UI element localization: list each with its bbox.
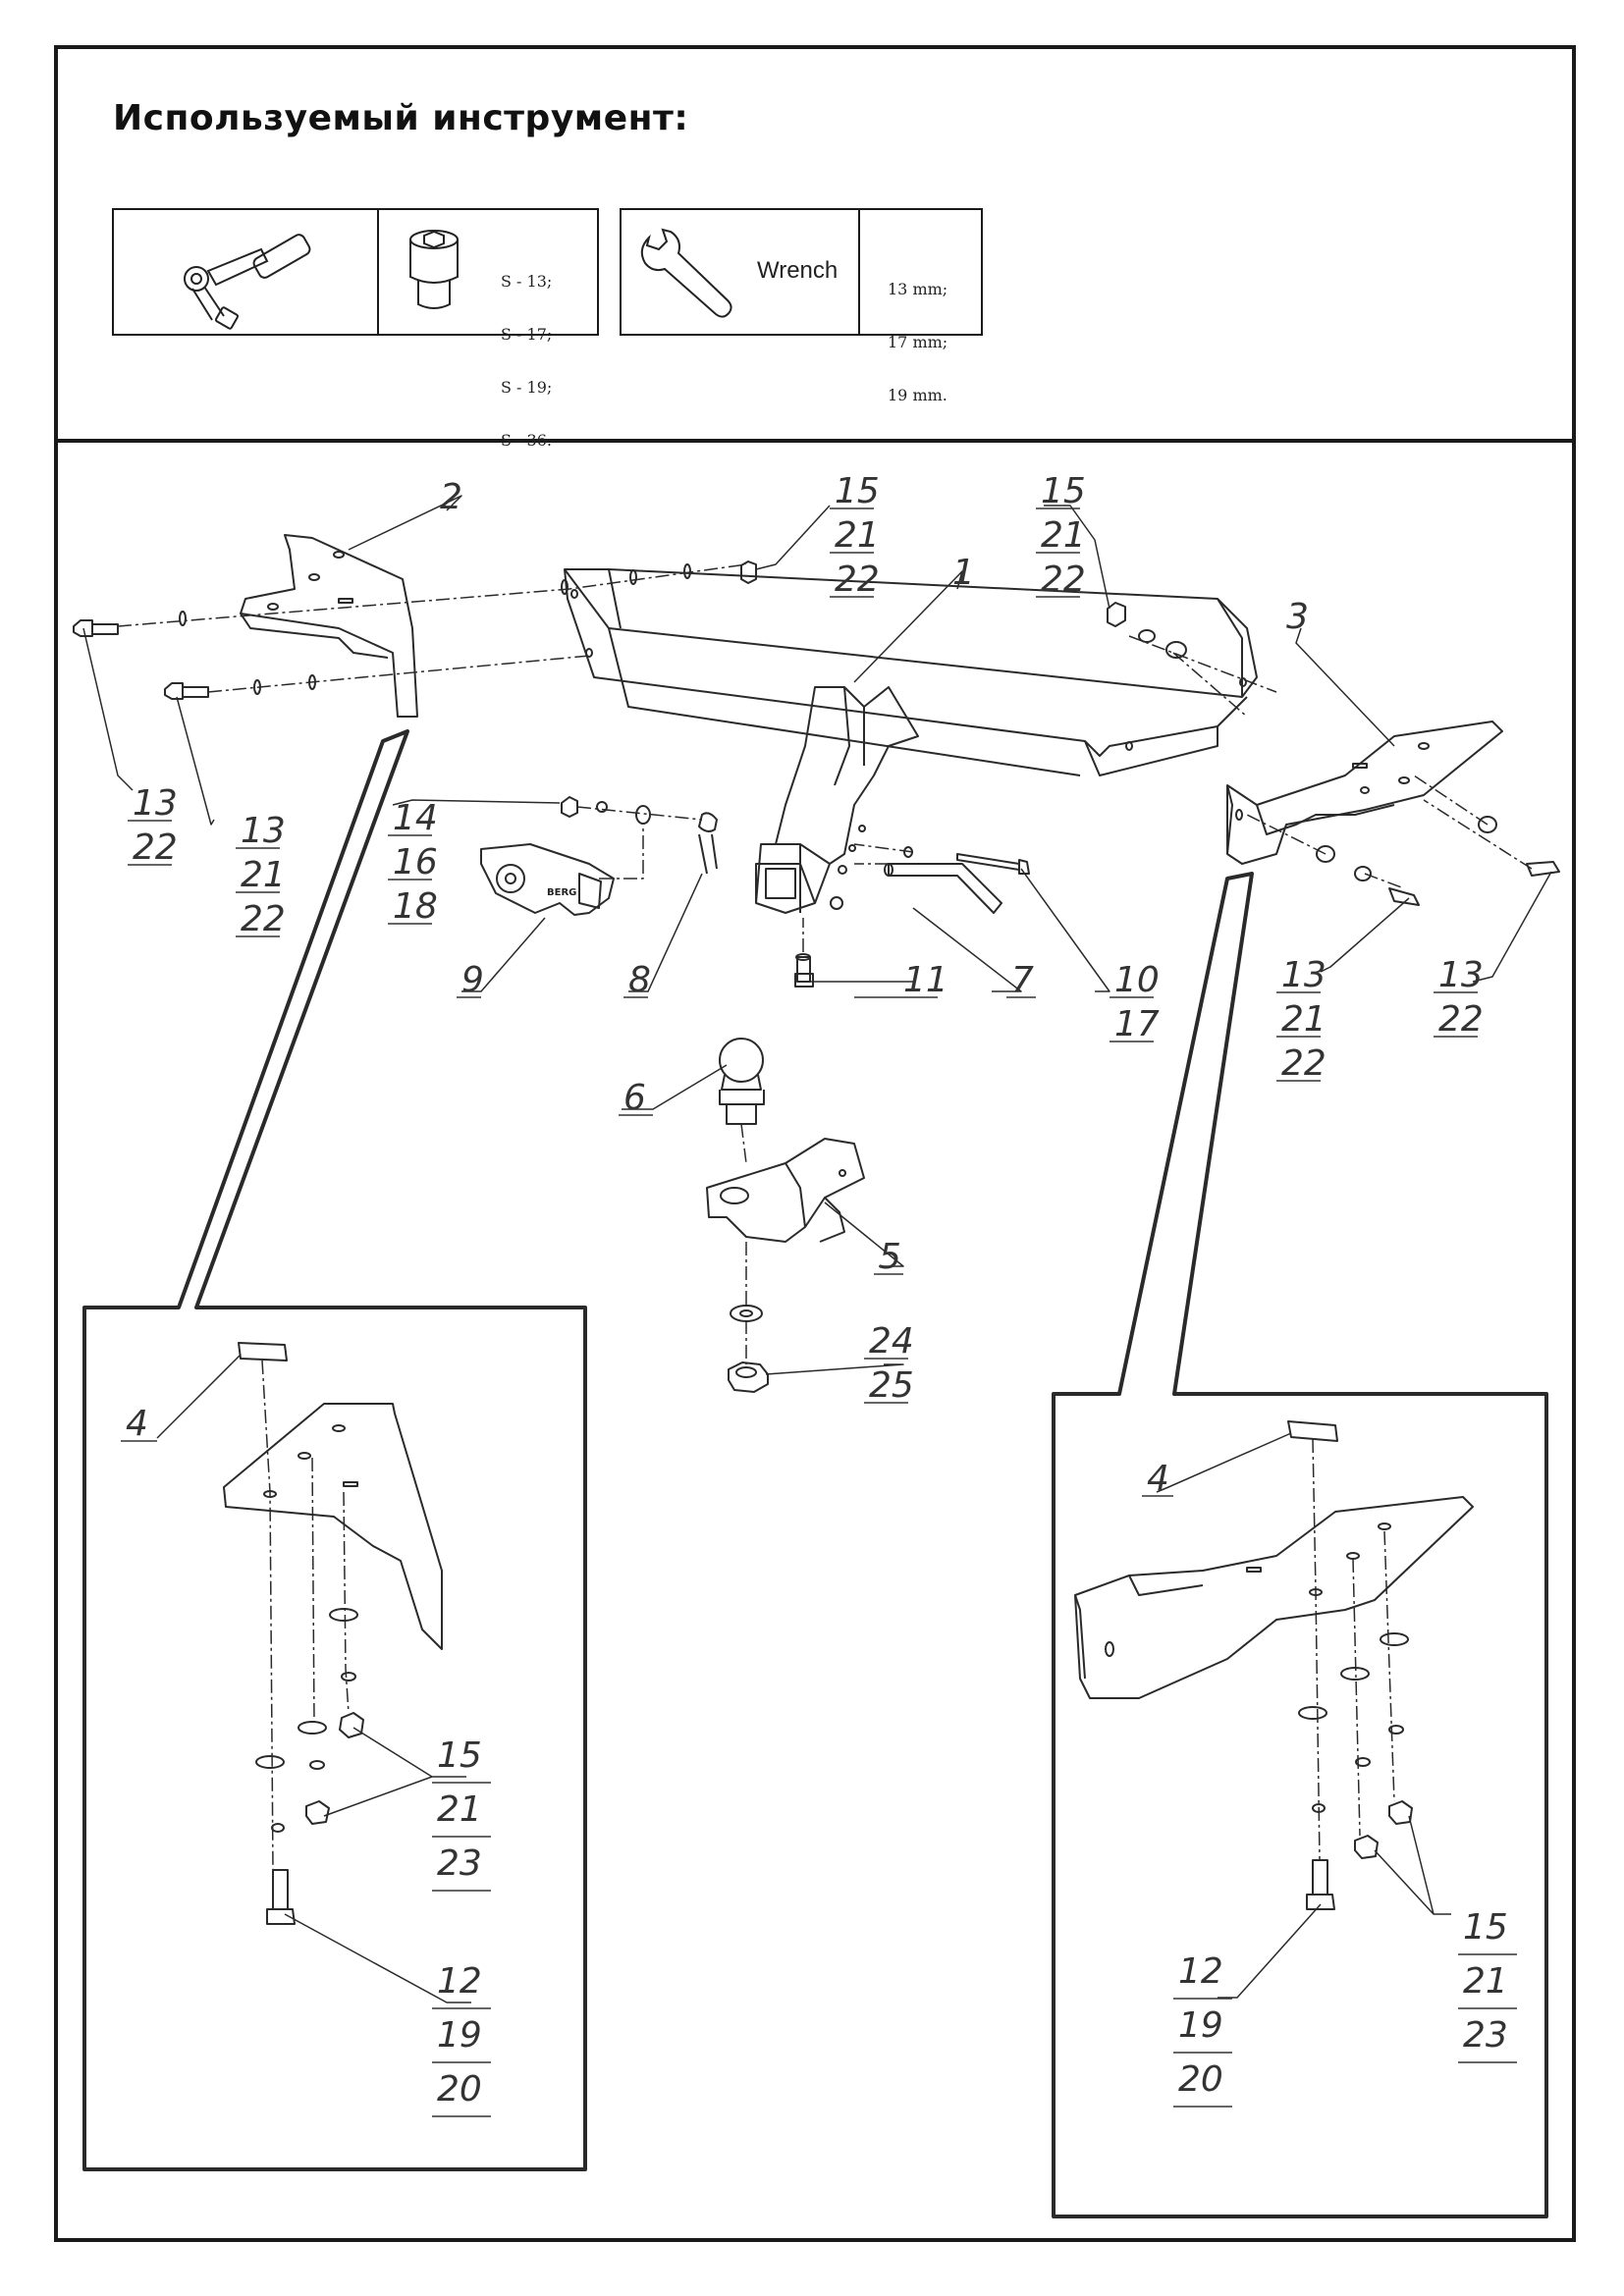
callout-15a-bot: 22 bbox=[835, 560, 880, 600]
socket-size-19: S - 19; bbox=[501, 378, 553, 397]
socket-size-17: S - 17; bbox=[501, 325, 553, 344]
callout-15d-mid: 21 bbox=[1463, 1961, 1508, 2002]
tools-section-title: Используемый инструмент: bbox=[113, 98, 689, 138]
ball-tongue-5 bbox=[706, 1138, 865, 1243]
callout-4b: 4 bbox=[1147, 1459, 1169, 1499]
callout-10-top: 10 bbox=[1114, 960, 1160, 1000]
callout-15d-bot: 23 bbox=[1463, 2015, 1508, 2056]
tools-section-divider bbox=[54, 439, 1576, 443]
callout-13c-top: 13 bbox=[1281, 955, 1326, 995]
wrench-label: Wrench bbox=[757, 257, 839, 284]
callout-15c-mid: 21 bbox=[437, 1789, 482, 1830]
socket-size-36: S - 36. bbox=[501, 431, 552, 450]
callout-11: 11 bbox=[903, 960, 948, 1000]
callout-25: 25 bbox=[869, 1365, 914, 1406]
callout-13a-bot: 22 bbox=[133, 828, 178, 868]
callout-5: 5 bbox=[879, 1237, 901, 1277]
wrench-size-19: 19 mm. bbox=[888, 386, 947, 404]
callout-labels: 1 2 3 15 21 22 15 21 22 13 22 13 21 22 1… bbox=[126, 471, 1508, 2109]
electrical-socket-9 bbox=[480, 843, 615, 916]
wrench-sizes-cell: 13 mm; 17 mm; 19 mm. bbox=[860, 210, 981, 404]
bolt-10 bbox=[903, 846, 1030, 875]
callout-12a-bot: 20 bbox=[437, 2069, 482, 2109]
callout-12b-top: 12 bbox=[1178, 1951, 1223, 1992]
wrench-size-17: 17 mm; bbox=[888, 333, 948, 351]
callout-13b-mid: 21 bbox=[241, 855, 286, 895]
wrench-size-13: 13 mm; bbox=[888, 280, 948, 298]
socket-brand-label: BERG bbox=[547, 887, 576, 898]
left-bracket-2 bbox=[240, 534, 418, 718]
callout-9: 9 bbox=[461, 960, 484, 1000]
washer-and-nut-24-25 bbox=[728, 1305, 769, 1393]
callout-4a: 4 bbox=[126, 1404, 148, 1444]
socket-sizes: S - 13; S - 17; S - 19; S - 36. bbox=[501, 238, 552, 485]
wrench-icon bbox=[640, 228, 732, 318]
callout-15b-bot: 22 bbox=[1041, 560, 1086, 600]
wrench-sizes: 13 mm; 17 mm; 19 mm. bbox=[888, 245, 947, 440]
callout-24: 24 bbox=[869, 1321, 914, 1362]
assembly-lines bbox=[117, 563, 1533, 1364]
callout-15a-top: 15 bbox=[835, 471, 880, 511]
towbar-crossbar bbox=[564, 568, 1258, 776]
callout-3: 3 bbox=[1286, 597, 1309, 637]
callout-14-mid: 16 bbox=[393, 842, 438, 882]
callout-14-top: 14 bbox=[393, 798, 438, 838]
callout-1: 1 bbox=[952, 553, 975, 593]
callout-8: 8 bbox=[628, 960, 651, 1000]
callout-13d-top: 13 bbox=[1438, 955, 1484, 995]
fasteners-right bbox=[1107, 602, 1560, 906]
detail-view-right bbox=[1052, 872, 1548, 2218]
ratchet-icon bbox=[184, 234, 311, 330]
callout-13a-top: 13 bbox=[133, 783, 178, 824]
socket-mount-hardware bbox=[561, 796, 718, 832]
callout-15a-mid: 21 bbox=[835, 515, 880, 556]
ratchet-socket-tool-box: S - 13; S - 17; S - 19; S - 36. bbox=[112, 208, 599, 450]
callout-15c-bot: 23 bbox=[437, 1843, 482, 1884]
callout-12b-mid: 19 bbox=[1178, 2005, 1223, 2046]
washers-left bbox=[179, 561, 757, 695]
bolt-13-lower-left bbox=[164, 682, 209, 700]
callout-6: 6 bbox=[623, 1078, 646, 1118]
socket-head-icon bbox=[409, 230, 459, 309]
callout-13d-bot: 22 bbox=[1438, 999, 1484, 1040]
callout-13c-mid: 21 bbox=[1281, 999, 1326, 1040]
callout-12a-mid: 19 bbox=[437, 2015, 482, 2056]
detail-view-left bbox=[82, 729, 587, 2171]
hitch-pin-7 bbox=[884, 863, 1002, 914]
callout-14-bot: 18 bbox=[393, 886, 438, 927]
callout-7: 7 bbox=[1011, 960, 1034, 1000]
towball-6 bbox=[719, 1038, 765, 1125]
ratchet-cell bbox=[114, 210, 379, 334]
right-bracket-3 bbox=[1226, 721, 1503, 865]
callout-15d-top: 15 bbox=[1463, 1907, 1508, 1948]
callout-15b-mid: 21 bbox=[1041, 515, 1086, 556]
callout-15b-top: 15 bbox=[1041, 471, 1086, 511]
callout-underlines bbox=[121, 507, 1517, 2117]
callout-2: 2 bbox=[440, 477, 462, 517]
page-frame bbox=[54, 45, 1576, 2242]
wrench-tool-box: Wrench 13 mm; 17 mm; 19 mm. bbox=[620, 208, 983, 404]
callout-10-bot: 17 bbox=[1114, 1004, 1160, 1044]
safety-clip-8 bbox=[698, 833, 718, 875]
socket-cell: S - 13; S - 17; S - 19; S - 36. bbox=[379, 210, 597, 450]
callout-13b-bot: 22 bbox=[241, 899, 286, 939]
callout-13c-bot: 22 bbox=[1281, 1043, 1326, 1084]
socket-size-13: S - 13; bbox=[501, 272, 553, 291]
hitch-receiver bbox=[755, 686, 919, 914]
leader-lines bbox=[82, 495, 1552, 2003]
wrench-cell: Wrench bbox=[622, 210, 860, 334]
bolt-13-upper-left bbox=[73, 619, 119, 637]
callout-12b-bot: 20 bbox=[1178, 2059, 1223, 2100]
callout-12a-top: 12 bbox=[437, 1961, 482, 2002]
callout-13b-top: 13 bbox=[241, 811, 286, 851]
callout-15c-top: 15 bbox=[437, 1735, 482, 1776]
